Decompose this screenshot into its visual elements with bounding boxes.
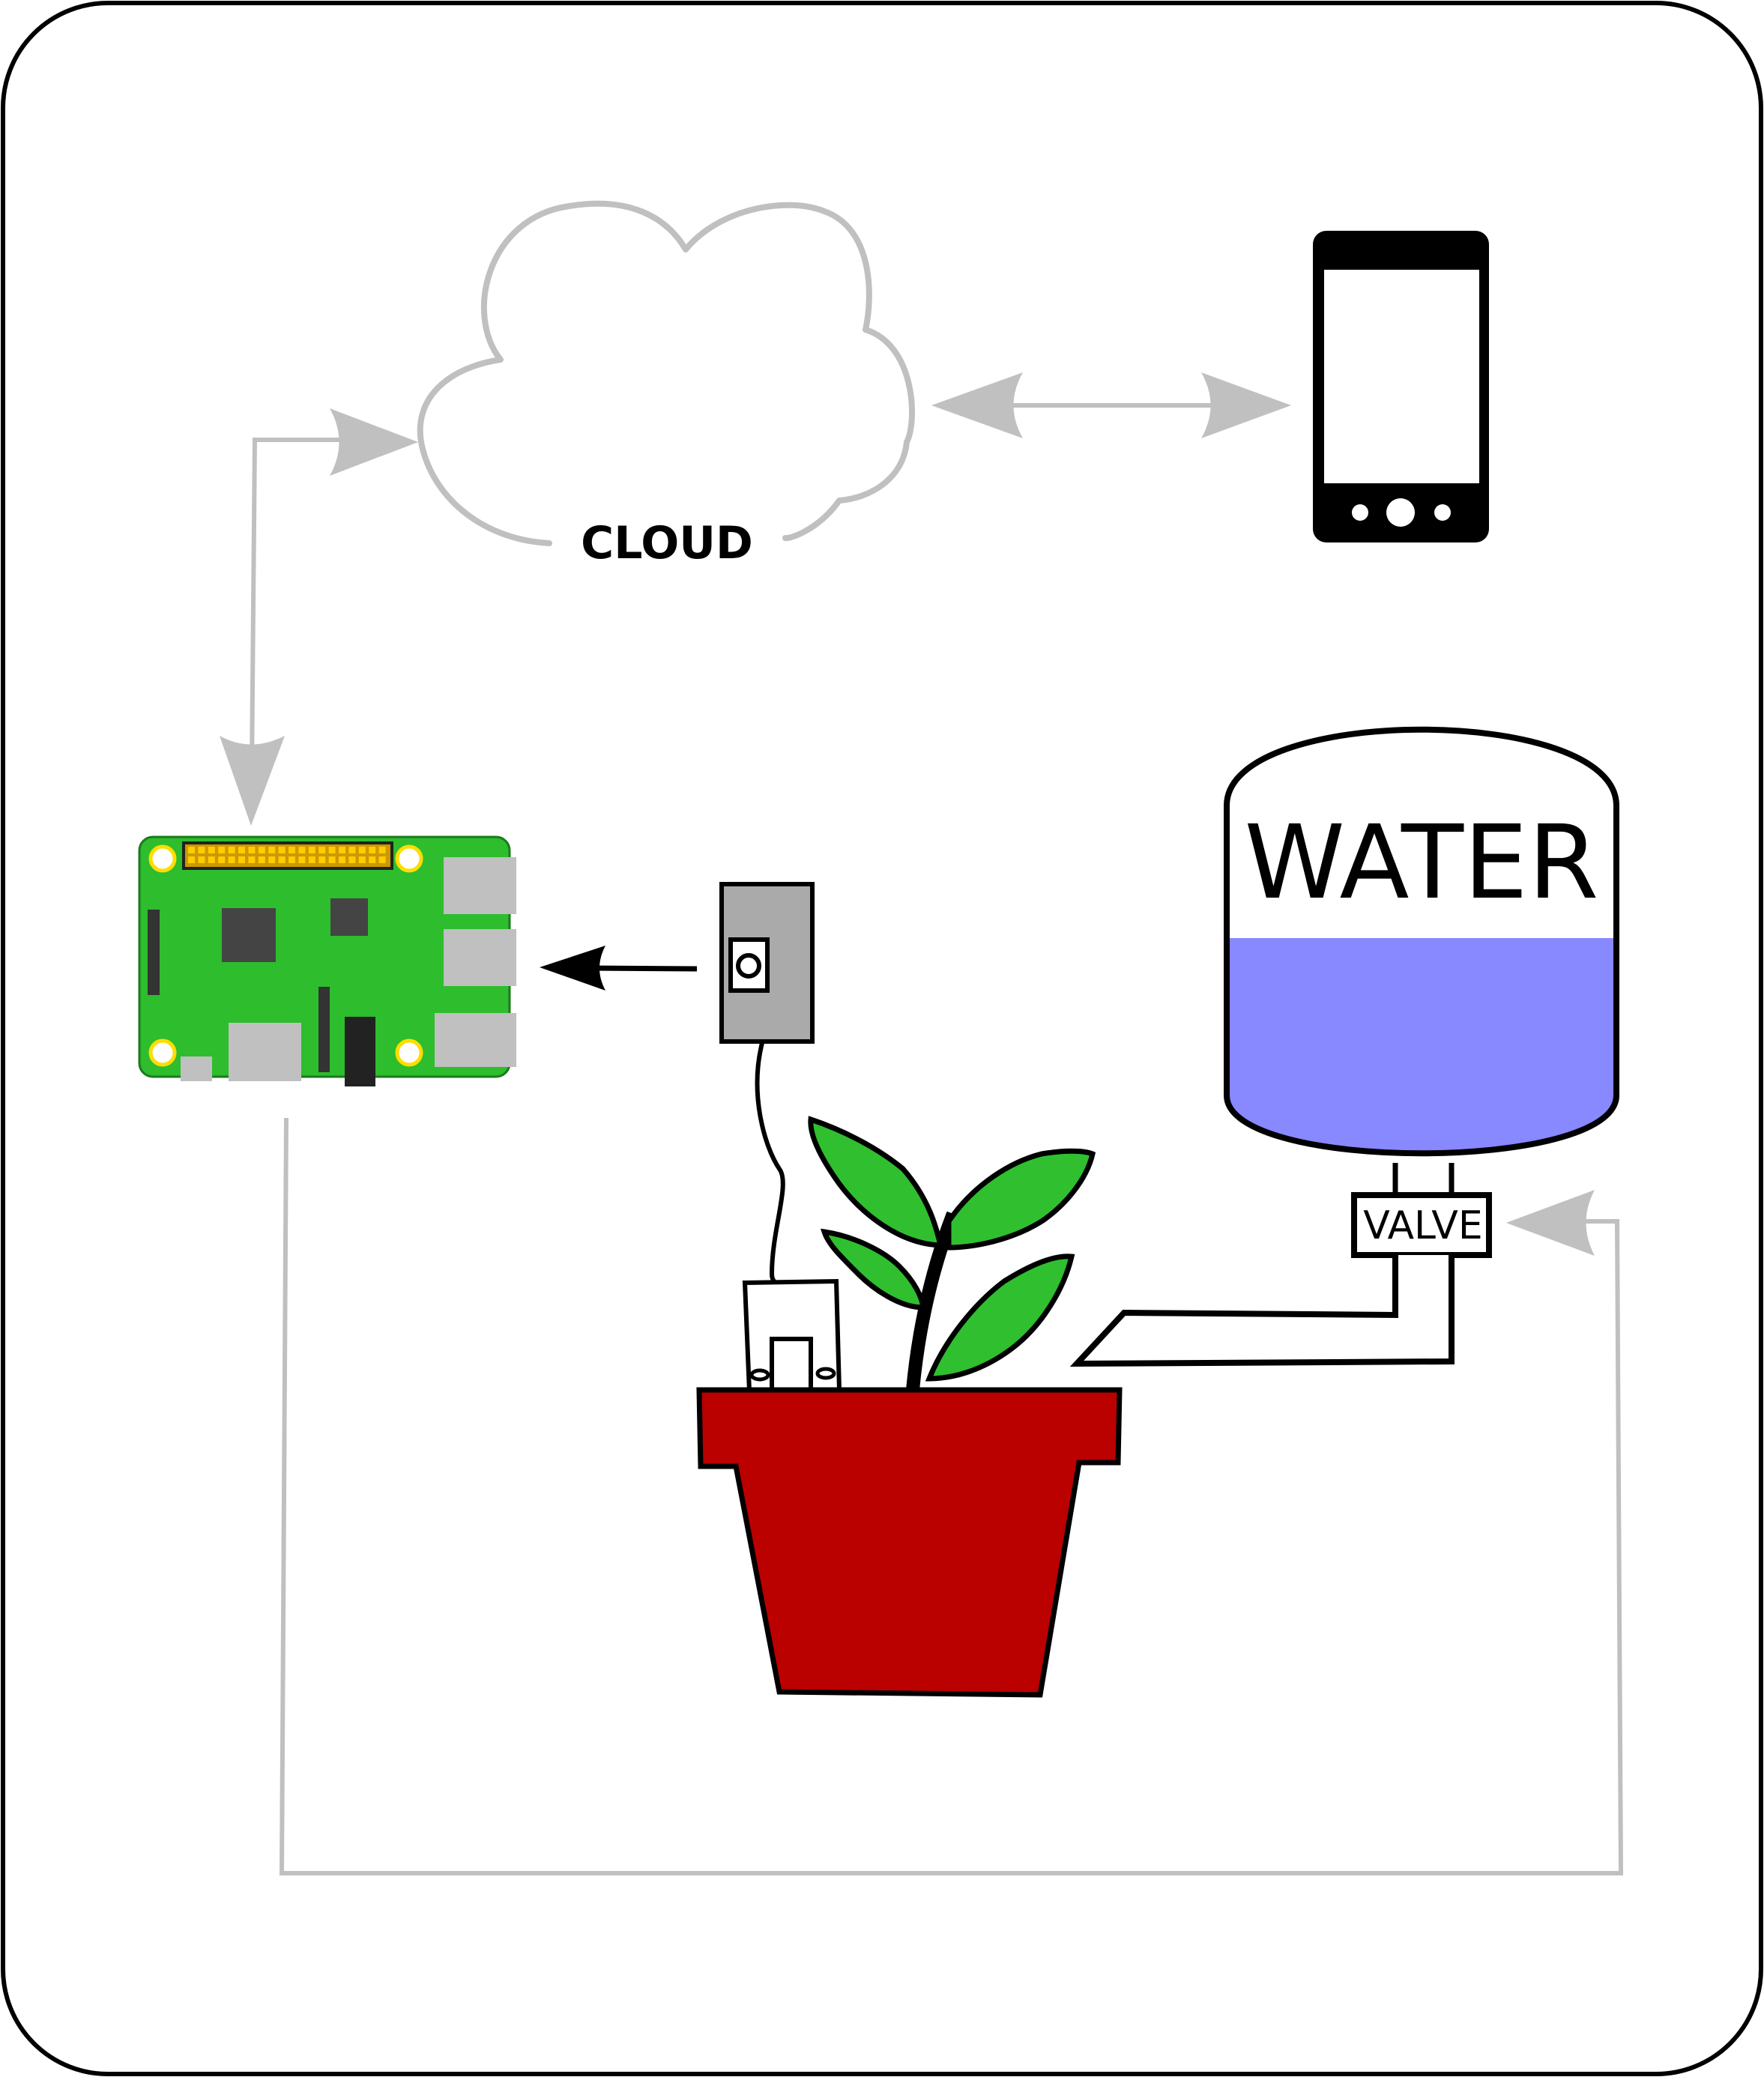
raspberry-pi-board-icon [138, 835, 516, 1086]
flower-pot [696, 1387, 1123, 1698]
gpio-pin [308, 856, 315, 863]
water-tank-icon [1224, 726, 1619, 1157]
cloud-icon [417, 200, 915, 546]
gpio-pin [328, 856, 336, 863]
gpio-pin [378, 856, 386, 863]
cloud-label: CLOUD [581, 517, 753, 569]
water-level [1227, 938, 1616, 1154]
gpio-pin [188, 847, 195, 853]
usb-port [444, 929, 516, 986]
valve-label: VALVE [1363, 1203, 1483, 1248]
gpio-pin [278, 847, 286, 853]
moisture-sensor-icon [719, 882, 815, 1044]
gpio-pin [258, 856, 265, 863]
gpio-pin [198, 856, 205, 863]
gpio-pin [339, 847, 345, 853]
gpio-pin [378, 847, 386, 853]
gpio-pin [289, 856, 295, 863]
water-pipe [1069, 1255, 1455, 1367]
phone-home-button [1386, 498, 1415, 527]
gpio-pin [218, 847, 226, 853]
cpu-chip [222, 908, 276, 962]
gpio-pin [188, 856, 195, 863]
gpio-pin [289, 847, 295, 853]
gpio-pin [348, 847, 356, 853]
cloud-phone-connection-arrow [931, 372, 1291, 438]
plant-stem [906, 1211, 960, 1391]
board-to-valve-control-arrow [279, 1117, 1624, 1875]
gpio-pin [218, 856, 226, 863]
gpio-pin [369, 856, 376, 863]
usb-port [444, 857, 516, 914]
gpio-pin [298, 856, 306, 863]
gpio-pin [268, 856, 276, 863]
hdmi-port [229, 1023, 301, 1081]
gpio-pin [228, 856, 235, 863]
gpio-pin [248, 856, 256, 863]
gpio-pin [198, 847, 205, 853]
potted-plant-icon [696, 1116, 1123, 1698]
gpio-pin [248, 847, 256, 853]
gpio-pin [258, 847, 265, 853]
gpio-pin [208, 856, 215, 863]
gpio-pin [308, 847, 315, 853]
gpio-pin [348, 856, 356, 863]
gpio-pin [298, 847, 306, 853]
plant-leaves [808, 1116, 1096, 1382]
gpio-pin [268, 847, 276, 853]
gpio-pin [278, 856, 286, 863]
gpio-pin [238, 856, 245, 863]
water-label: WATER [1244, 804, 1598, 922]
gpio-pin [208, 847, 215, 853]
power-port [181, 1056, 212, 1081]
gpio-pin [369, 847, 376, 853]
gpio-pin [358, 847, 366, 853]
gpio-pin [358, 856, 366, 863]
soil-probe [742, 1278, 842, 1394]
gpio-pin [318, 847, 326, 853]
tank-valve-pipe [1392, 1163, 1455, 1195]
gpio-pin [238, 847, 245, 853]
valve [1351, 1192, 1492, 1258]
smartphone-icon [1313, 231, 1489, 542]
gpio-pin [228, 847, 235, 853]
sensor-cable [755, 1042, 786, 1286]
gpio-pin [328, 847, 336, 853]
ethernet-port [435, 1013, 516, 1067]
gpio-pin [318, 856, 326, 863]
board-cloud-connection-arrow [220, 408, 418, 826]
sensor-to-board-arrow [540, 946, 698, 991]
gpio-pin [339, 856, 345, 863]
